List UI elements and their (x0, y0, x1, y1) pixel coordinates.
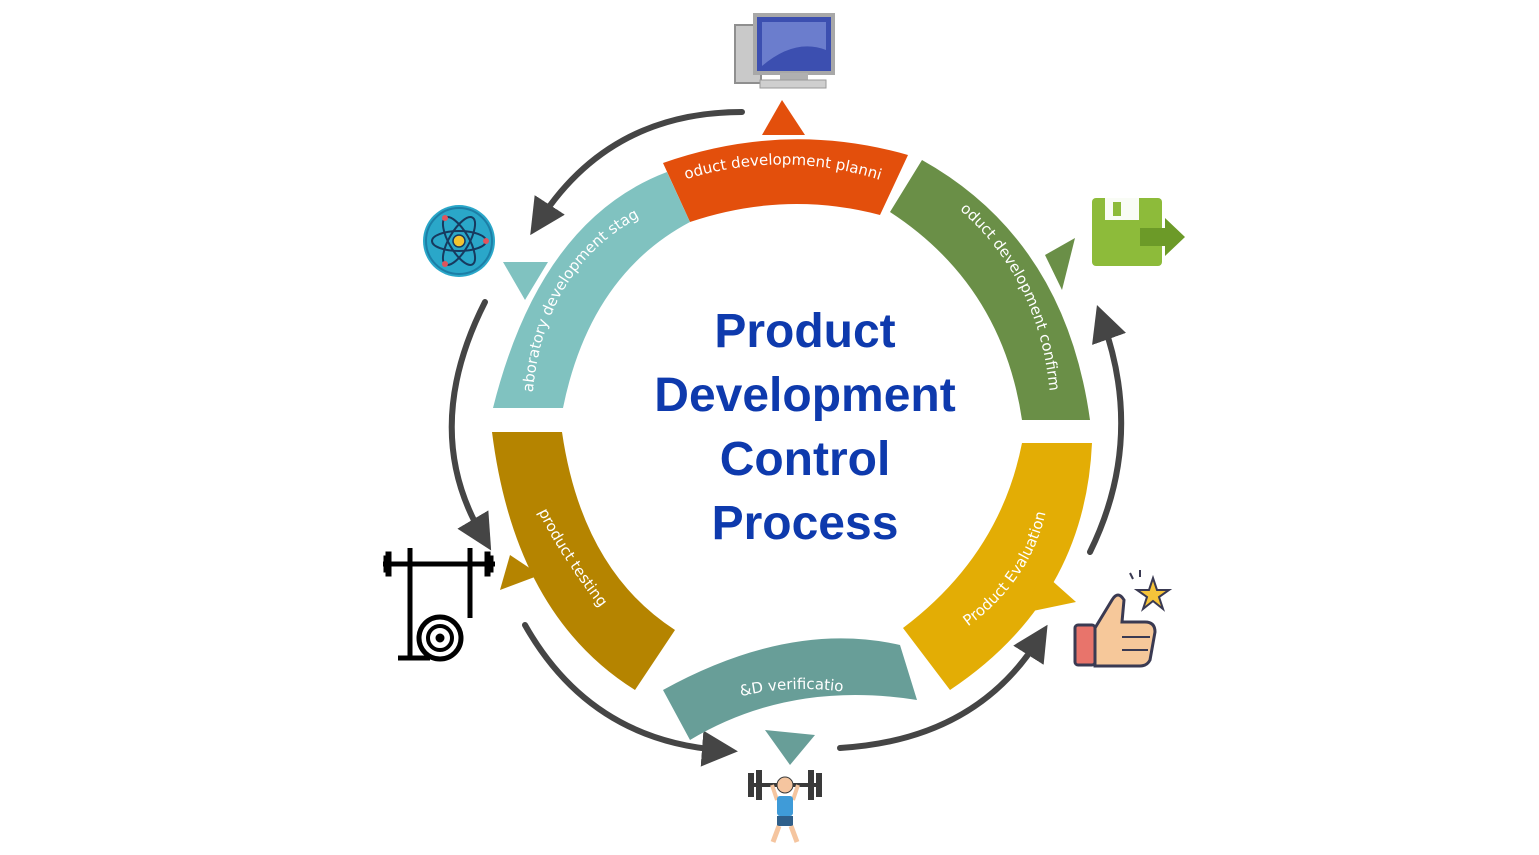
segment-lab-pointer (503, 262, 548, 300)
segment-testing (492, 432, 675, 690)
segment-evaluation-pointer (1028, 570, 1076, 612)
segment-evaluation (903, 443, 1092, 690)
stage-label-lab: Laboratory development stage (0, 0, 641, 393)
ring-segments (492, 100, 1092, 765)
title-line-1: Product (714, 305, 896, 358)
arrow-lab-to-testing (448, 299, 492, 551)
thumbs-up-star-icon (1073, 570, 1173, 668)
barbell-target-icon (383, 548, 495, 662)
arrow-testing-to-rd (522, 622, 738, 767)
segment-planning-pointer (762, 100, 805, 135)
title-line-4: Process (711, 497, 899, 550)
arrow-rd-to-evaluation (837, 624, 1048, 751)
segment-confirmed (890, 160, 1090, 420)
cycle-arrows (448, 109, 1126, 767)
segment-confirmed-pointer (1045, 238, 1075, 290)
computer-monitor-icon (734, 13, 835, 89)
arrow-evaluation-to-confirmed (1087, 305, 1126, 555)
weightlifter-icon (748, 770, 822, 843)
green-export-box-icon (1092, 198, 1185, 266)
segment-rd-pointer (765, 730, 815, 765)
segment-rd (663, 638, 917, 740)
arrow-planning-to-lab (530, 109, 745, 236)
svg-text:Laboratory development stage: Laboratory development stage (0, 0, 641, 393)
segment-testing-pointer (500, 555, 540, 590)
atom-icon (423, 205, 495, 277)
title-line-3: Control (719, 433, 891, 486)
segment-lab (493, 172, 690, 408)
segment-planning (663, 139, 908, 222)
diagram-title: Product Development Control Process (605, 300, 1005, 556)
title-line-2: Development (654, 369, 956, 422)
